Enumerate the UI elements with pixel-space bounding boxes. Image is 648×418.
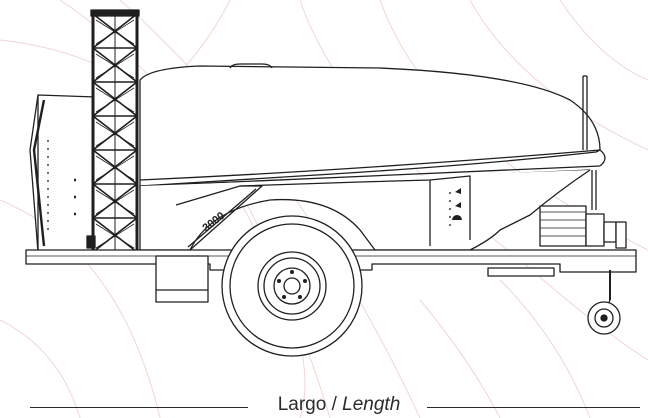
lattice-tower [86,9,140,253]
decal-icons [452,188,462,220]
fan-housing [29,94,97,253]
dimension-label-en: Length [342,394,401,415]
dimension-annotation: Largo / Length [0,388,648,418]
tank [139,63,606,191]
sprayer-machine [25,9,637,357]
main-wheel [221,215,363,357]
dimension-label: Largo / Length [253,394,425,416]
jockey-wheel [587,270,621,335]
dimension-separator: / [331,394,337,415]
dimension-label-es: Largo [277,394,327,415]
dimension-line-right [427,407,640,408]
dimension-line-left [30,407,248,408]
pump-assembly [539,170,627,249]
lower-body [139,169,591,251]
